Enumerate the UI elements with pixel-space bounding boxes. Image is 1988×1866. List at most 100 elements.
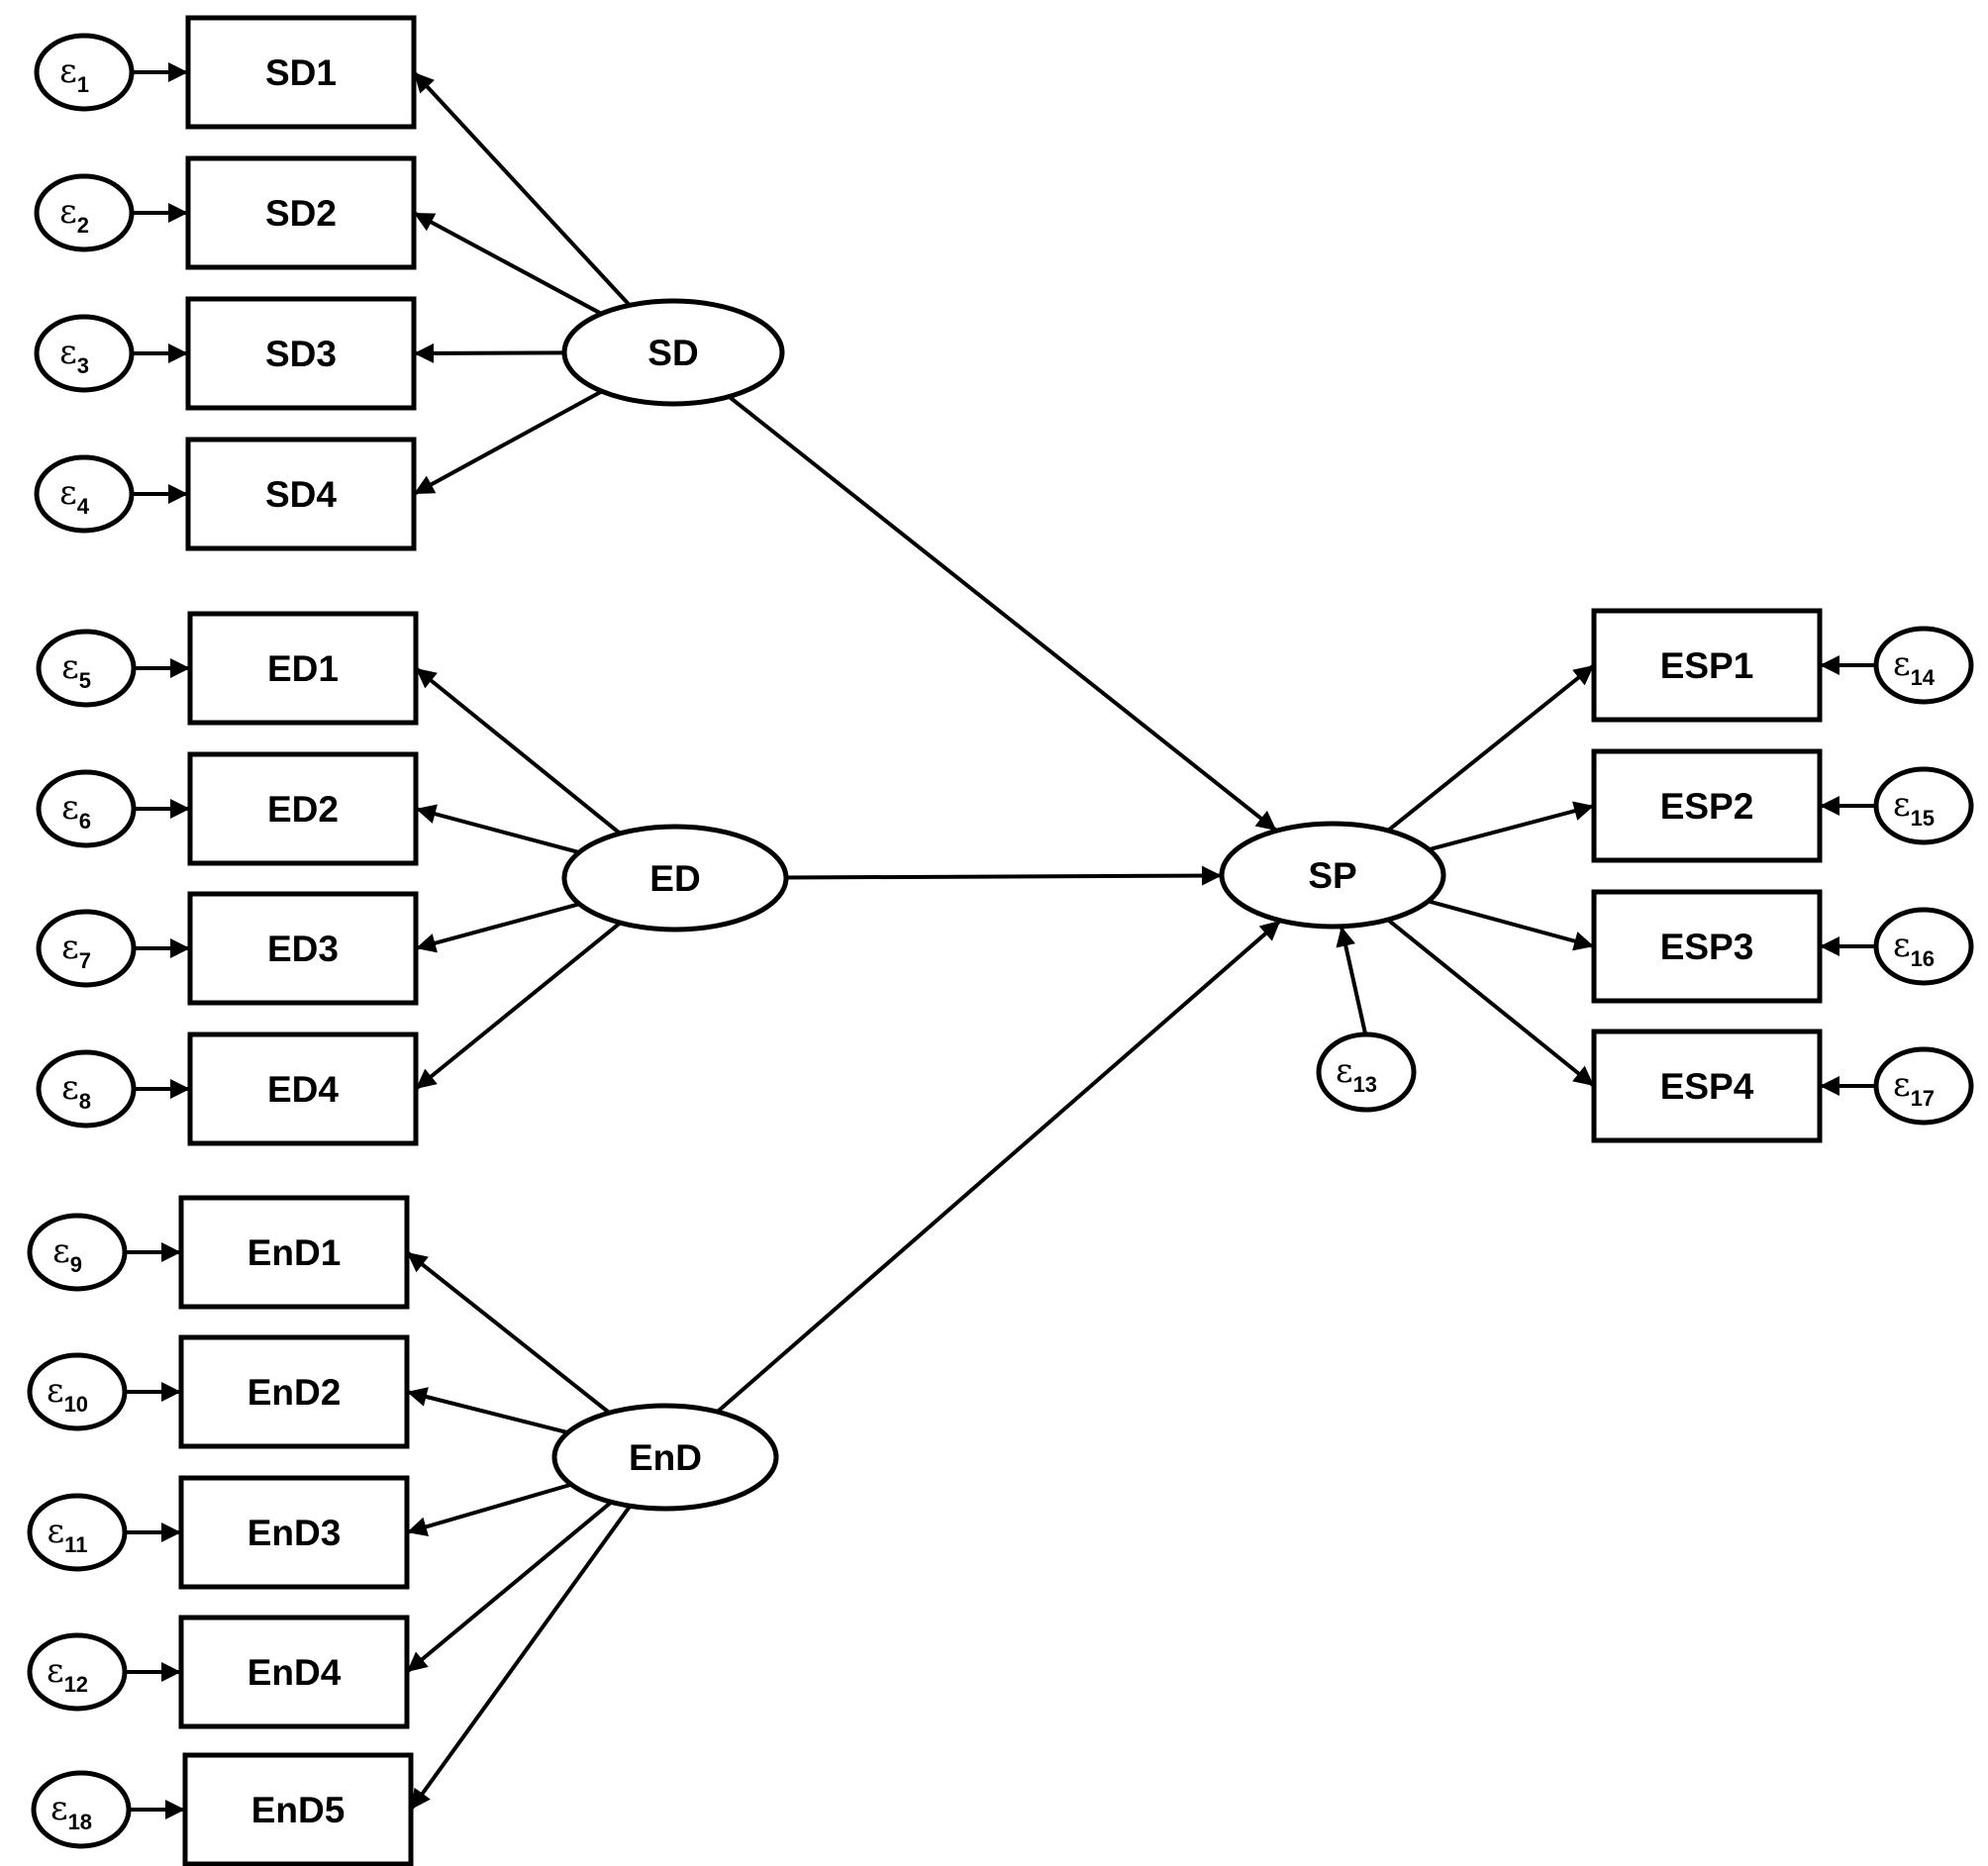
indicator-SD3: SD3 [185,296,417,411]
error-term-16: ε16 [1873,907,1974,986]
error-label: ε5 [61,647,91,693]
indicator-label: EnD1 [248,1232,342,1273]
indicator-box [185,296,417,411]
error-label: ε15 [1893,785,1935,831]
error-label: ε13 [1336,1051,1377,1097]
indicator-ED2: ED2 [187,751,419,866]
indicator-ESP2: ESP2 [1591,748,1823,863]
error-label: ε6 [61,788,91,834]
error-term-14: ε14 [1873,626,1974,705]
error-label: ε12 [47,1651,88,1697]
indicator-label: SD1 [265,52,337,93]
path-EnD-EnD2 [406,1387,569,1435]
error-term-4: ε4 [34,454,135,534]
indicator-box [1591,1029,1823,1143]
indicator-label: ED4 [267,1069,339,1110]
error-term-15: ε15 [1873,766,1974,845]
path-ED-SP [785,865,1223,886]
path-ED-ED4 [414,921,622,1091]
indicator-box [178,1195,410,1310]
path-EnD-EnD5 [409,1505,633,1812]
error-term-11: ε11 [27,1493,128,1572]
error-label: ε7 [61,928,91,973]
indicator-label: EnD3 [248,1513,342,1553]
error-ellipse [1873,907,1974,986]
error-term-17: ε17 [1873,1046,1974,1126]
error-term-9: ε9 [27,1213,128,1292]
error-label: ε18 [50,1789,92,1834]
error-label: ε4 [59,473,90,519]
indicator-box [187,891,419,1006]
indicator-SD4: SD4 [185,437,417,551]
path-SD-SD2 [413,211,603,316]
path-SD-SD3 [413,343,565,363]
error-ellipse [27,1632,128,1712]
indicator-box [185,15,417,130]
indicator-box [185,437,417,551]
indicator-box [178,1615,410,1729]
error-ellipse [34,314,135,393]
path-SD-SP [728,395,1278,833]
error-ellipse [36,769,137,848]
error-ellipse [36,629,137,708]
error-ellipse [27,1352,128,1431]
indicator-label: ED1 [267,648,339,689]
error-term-5: ε5 [36,629,137,708]
error-label: ε16 [1893,926,1935,971]
indicator-label: EnD5 [251,1790,346,1830]
indicator-label: ED3 [267,929,339,969]
path-SD-SD4 [413,389,603,496]
path-SP-ESP4 [1386,918,1596,1088]
indicator-EnD4: EnD4 [178,1615,410,1729]
error-ellipse [34,454,135,534]
error-label: ε11 [48,1512,88,1557]
error-term-12: ε12 [27,1632,128,1712]
error-ellipse [27,1493,128,1572]
indicator-label: ESP4 [1660,1066,1754,1107]
latent-EnD: EnD [551,1403,779,1512]
path-ED-ED3 [415,902,580,953]
indicator-box [178,1475,410,1590]
path-EnD-EnD3 [406,1482,572,1537]
indicator-box [187,611,419,726]
indicator-box [185,155,417,270]
indicator-label: ESP3 [1660,927,1754,967]
indicator-EnD1: EnD1 [178,1195,410,1310]
indicator-ED1: ED1 [187,611,419,726]
error-label: ε3 [59,333,89,378]
error-label: ε14 [1893,644,1936,690]
indicator-box [1591,748,1823,863]
indicator-ED4: ED4 [187,1031,419,1146]
indicator-box [187,1031,419,1146]
indicator-label: EnD4 [248,1652,342,1693]
error-ellipse [34,33,135,112]
indicator-label: ED2 [267,789,339,830]
indicator-label: EnD2 [248,1372,342,1413]
error-label: ε9 [52,1231,82,1277]
indicator-box [182,1752,414,1866]
error-term-18: ε18 [31,1770,132,1849]
indicator-EnD3: EnD3 [178,1475,410,1590]
error-ellipse [1873,1046,1974,1126]
indicator-label: SD4 [265,474,337,515]
indicator-EnD2: EnD2 [178,1334,410,1449]
indicator-box [178,1334,410,1449]
error-ellipse [36,1049,137,1129]
error-label: ε1 [59,51,89,97]
indicator-EnD5: EnD5 [182,1752,414,1866]
error-ellipse [1873,626,1974,705]
error-label: ε10 [47,1371,88,1417]
error-ellipse [1316,1031,1417,1113]
indicator-label: SD3 [265,334,337,374]
latent-ellipse [561,824,789,933]
indicator-label: SD2 [265,193,337,234]
latent-ellipse [1219,821,1446,930]
latent-label: ED [649,858,700,899]
indicator-label: ESP1 [1660,645,1754,686]
path-EnD-EnD1 [405,1250,611,1415]
indicator-ESP3: ESP3 [1591,889,1823,1004]
error-term-6: ε6 [36,769,137,848]
error-ellipse [36,909,137,988]
path-EnD-SP [716,919,1282,1414]
